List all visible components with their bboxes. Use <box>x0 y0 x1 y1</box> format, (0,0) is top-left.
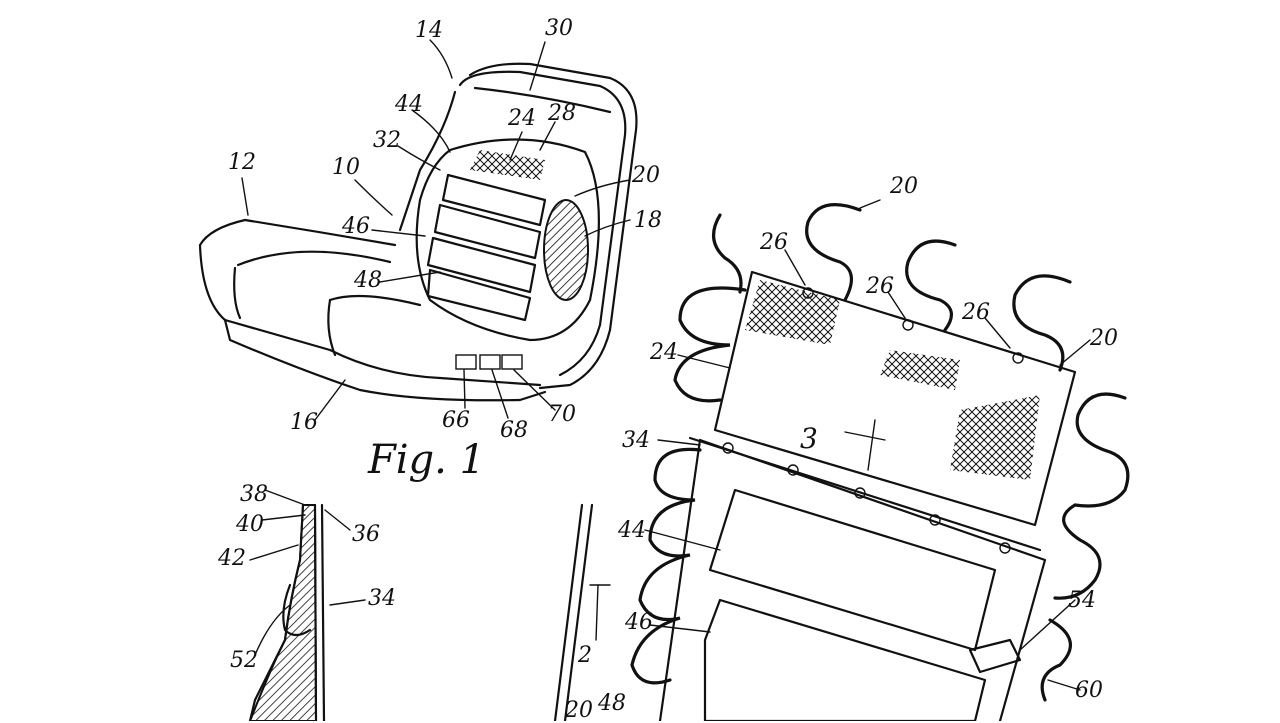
section-3: 3 <box>800 422 818 455</box>
callout-26-a: 26 <box>760 230 788 255</box>
callout-46: 46 <box>342 214 370 239</box>
callout-38: 38 <box>240 482 268 507</box>
callout-52: 52 <box>230 648 258 673</box>
callout-26-c: 26 <box>962 300 990 325</box>
callout-24-panel: 24 <box>650 340 678 365</box>
callout-26-b: 26 <box>866 274 894 299</box>
callout-30: 30 <box>545 16 573 41</box>
callout-20-right: 20 <box>1090 326 1118 351</box>
callout-66: 66 <box>442 408 470 433</box>
callout-12: 12 <box>228 150 256 175</box>
callout-28: 28 <box>548 101 576 126</box>
callout-18: 18 <box>634 208 662 233</box>
callout-44: 44 <box>395 92 423 117</box>
callout-70: 70 <box>548 402 576 427</box>
callout-46-bladder: 46 <box>625 610 653 635</box>
section-2: 2 <box>578 643 592 668</box>
callout-10: 10 <box>332 155 360 180</box>
callout-36: 36 <box>352 522 380 547</box>
callout-54: 54 <box>1068 588 1096 613</box>
callout-40: 40 <box>236 512 264 537</box>
callout-44-bladder: 44 <box>618 518 646 543</box>
callout-48-bladder: 48 <box>598 691 626 716</box>
figure-1-caption: Fig. 1 <box>368 437 486 483</box>
callout-32: 32 <box>373 128 401 153</box>
figure-1-seat <box>198 39 638 421</box>
callout-60: 60 <box>1075 678 1103 703</box>
callout-34-section: 34 <box>368 586 396 611</box>
callout-24: 24 <box>508 106 536 131</box>
callout-34-pad: 34 <box>622 428 650 453</box>
figure-2-assembly <box>553 199 1130 721</box>
callout-16: 16 <box>290 410 318 435</box>
callout-20-bottom: 20 <box>565 698 593 723</box>
callout-20: 20 <box>632 163 660 188</box>
callout-14: 14 <box>415 18 443 43</box>
callout-48: 48 <box>354 268 382 293</box>
callout-20-top: 20 <box>890 174 918 199</box>
callout-68: 68 <box>500 418 528 443</box>
callout-42: 42 <box>218 546 246 571</box>
figure-3-section <box>248 489 366 721</box>
